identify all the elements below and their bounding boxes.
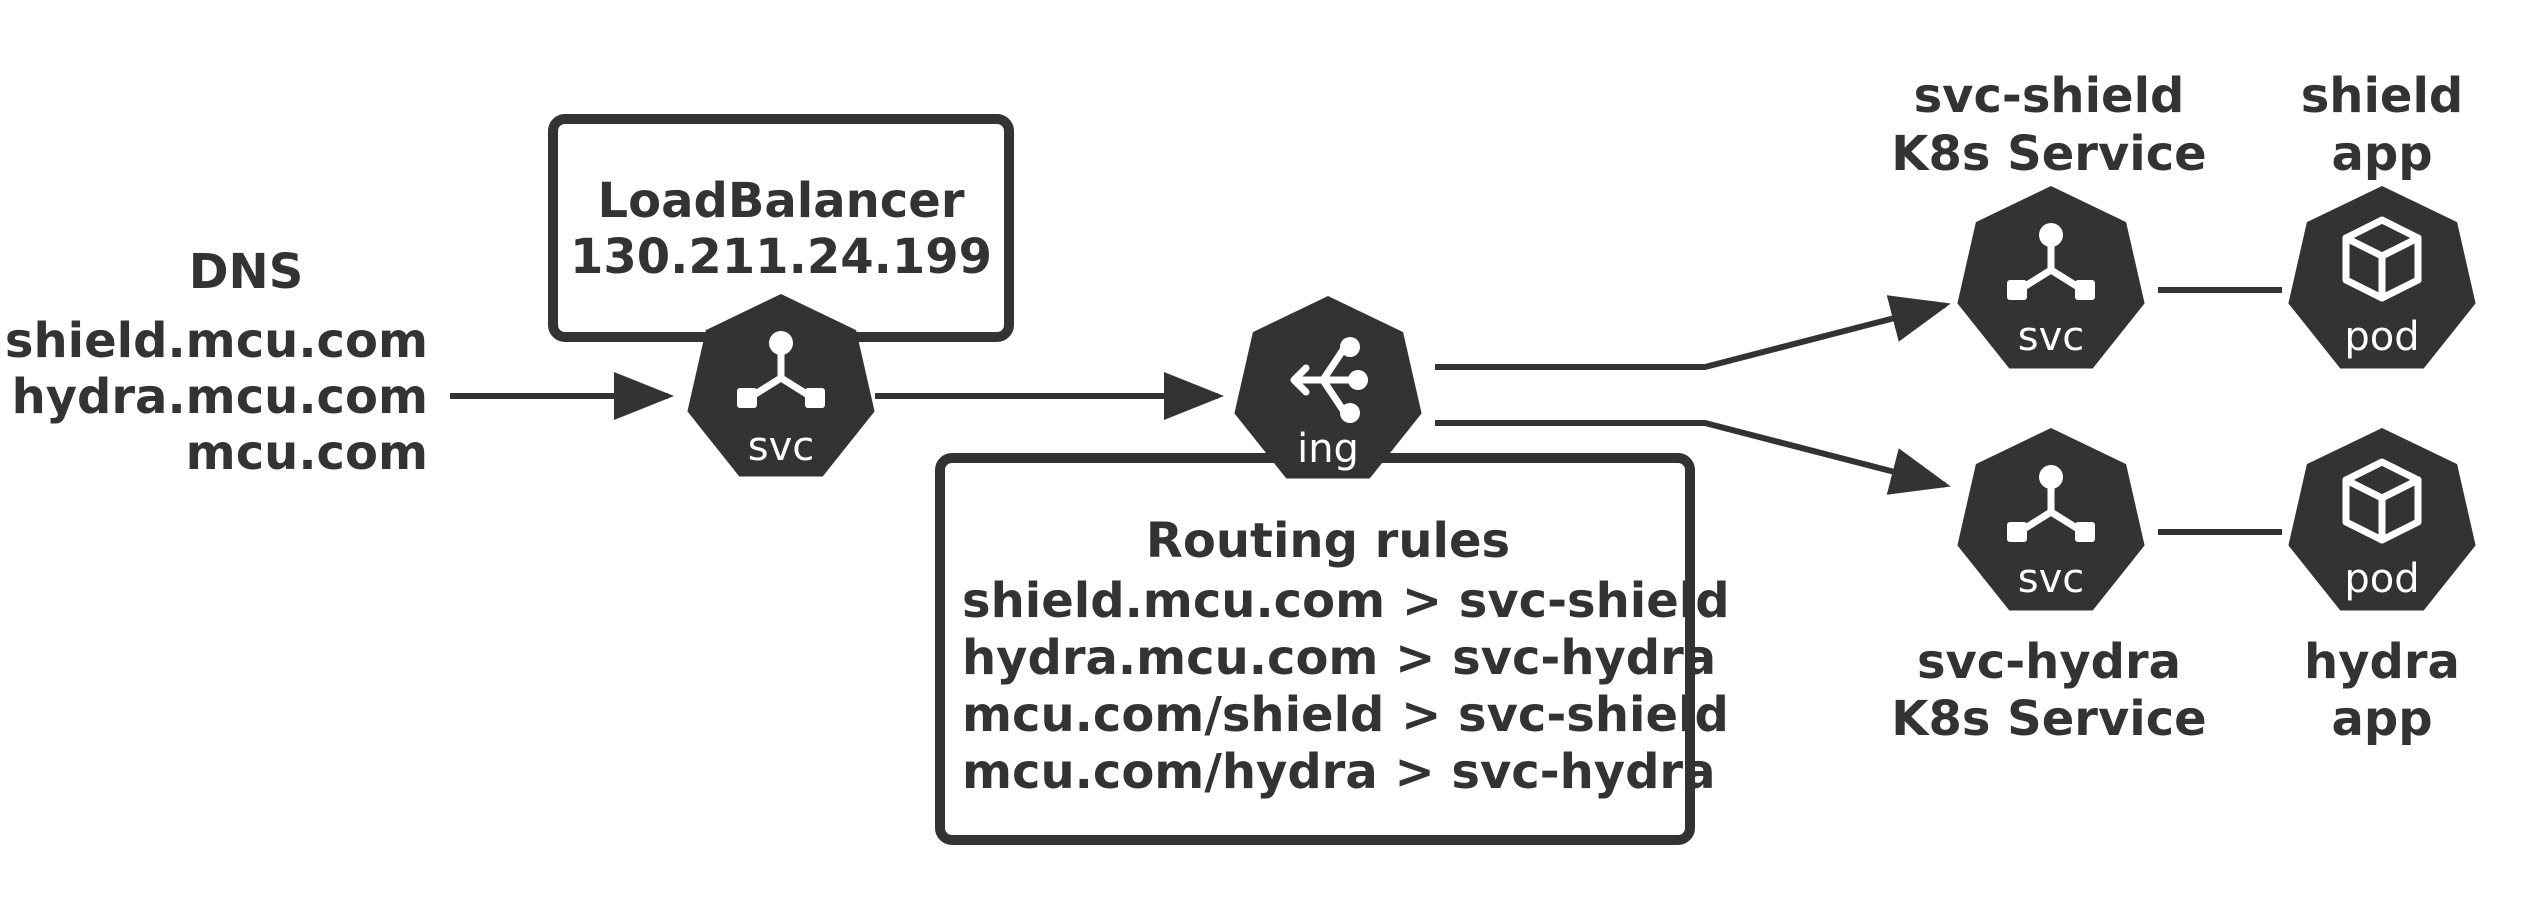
ingress-fanout-icon [1290,337,1368,423]
svc-hydra-label: svc [2018,556,2085,602]
ingress-to-svc-shield-arrow [1435,295,1951,370]
pod-hydra-label: pod [2344,556,2419,602]
service-name: svc-shield [1914,68,2185,124]
service-split-icon [2007,223,2095,300]
ingress-to-svc-hydra-arrow [1435,420,1951,495]
service-split-icon [2007,465,2095,542]
pod-shield-label: pod [2344,314,2419,360]
service-kind: K8s Service [1891,126,2206,182]
service-name: svc-hydra [1917,634,2181,690]
ingress-node: ing [1234,296,1422,479]
routing-rule: shield.mcu.com > svc-shield [962,573,1730,629]
service-group-hydra: svc svc-hydra K8s Service pod hydra app [1891,428,2476,747]
cube-icon [2342,216,2422,302]
dns-host-mcu: mcu.com [186,425,428,481]
routing-rules-box: Routing rules shield.mcu.com > svc-shiel… [935,453,1730,845]
lb-svc-heptagon [687,294,875,477]
ingress-label: ing [1297,426,1359,472]
svc-shield-node: svc [1957,186,2145,369]
routing-rules-title: Routing rules [1146,513,1510,569]
svc-hydra-heptagon [1957,428,2145,611]
lb-svc-label: svc [748,424,815,470]
load-balancer-title: LoadBalancer [598,173,965,229]
pod-shield-node: pod [2288,186,2476,369]
load-balancer-ip: 130.211.24.199 [570,229,992,285]
service-group-shield: svc-shield K8s Service svc shield app po… [1891,68,2476,369]
service-kind: K8s Service [1891,691,2206,747]
svc-shield-label: svc [2018,314,2085,360]
routing-rule: mcu.com/hydra > svc-hydra [962,744,1716,800]
svc-shield-heptagon [1957,186,2145,369]
cube-icon [2342,458,2422,544]
svc-hydra-node: svc [1957,428,2145,611]
service-split-icon [737,331,825,408]
lb-svc-node: svc [687,294,875,477]
dns-host-hydra: hydra.mcu.com [12,369,428,425]
pod-hydra-node: pod [2288,428,2476,611]
load-balancer-box: LoadBalancer 130.211.24.199 [548,114,1014,342]
dns-title: DNS [189,244,304,300]
routing-rule: mcu.com/shield > svc-shield [962,687,1729,743]
app-name: hydra [2304,634,2460,690]
app-name: shield [2301,68,2464,124]
dns-host-shield: shield.mcu.com [5,313,428,369]
routing-rule: hydra.mcu.com > svc-hydra [962,630,1716,686]
app-suffix: app [2331,691,2432,747]
app-suffix: app [2331,126,2432,182]
dns-block: DNS shield.mcu.com hydra.mcu.com mcu.com [5,244,428,481]
